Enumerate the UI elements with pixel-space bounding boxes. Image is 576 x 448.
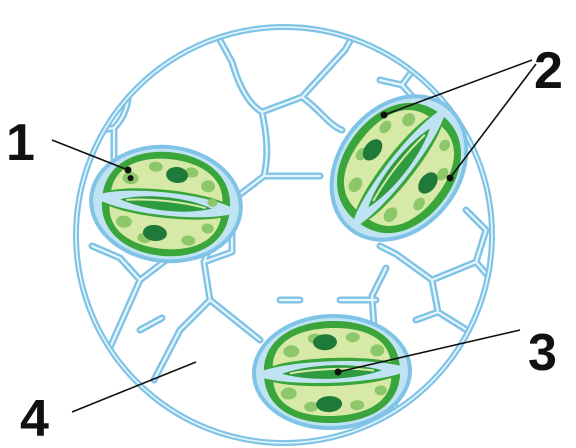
leader-line-2b [450, 64, 536, 178]
leader-line-4 [72, 362, 196, 412]
stoma-upper-right [304, 70, 495, 267]
stoma-left [85, 139, 246, 268]
pointer-dot-2a [381, 112, 388, 119]
label-4: 4 [20, 390, 49, 448]
label-1: 1 [6, 114, 35, 172]
pointer-dot-1 [125, 167, 132, 174]
pointer-dot-2b [447, 175, 454, 182]
pointer-dot-3 [335, 369, 342, 376]
label-2: 2 [534, 42, 563, 100]
label-3: 3 [528, 324, 557, 382]
